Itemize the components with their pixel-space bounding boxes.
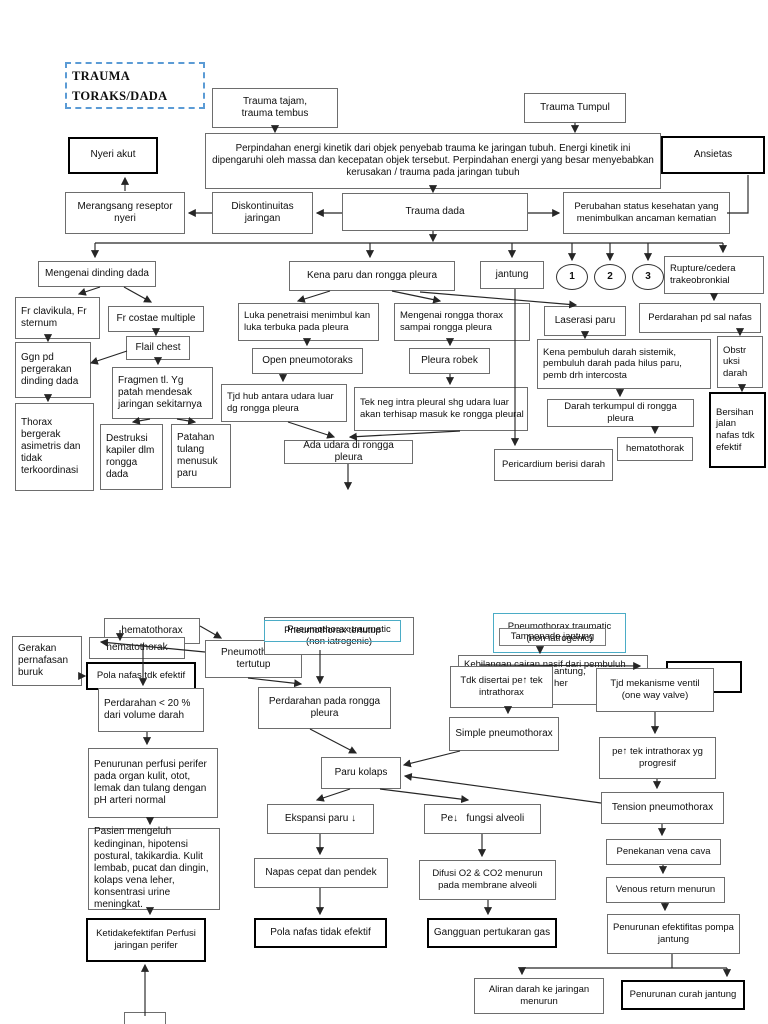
circle-2: 2 bbox=[594, 264, 626, 290]
circle-1: 1 bbox=[556, 264, 588, 290]
box-fragmen-tl: Fragmen tl. Yg patah mendesak jaringan s… bbox=[112, 367, 213, 419]
box-penurunan-efektifitas: Penurunan efektifitas pompa jantung bbox=[607, 914, 740, 954]
box-trauma-dada: Trauma dada bbox=[342, 193, 528, 231]
box-pola-nafas-tdk-efektif: Pola nafas tdk efektif bbox=[86, 662, 196, 690]
box-hematothorak-b2: hematothorak bbox=[89, 637, 185, 659]
flow-arrow-27 bbox=[391, 290, 442, 304]
flow-arrow-24 bbox=[131, 416, 151, 425]
box-perdarahan-rongga: Perdarahan pada rongga pleura bbox=[258, 687, 391, 729]
box-pleura-robek: Pleura robek bbox=[409, 348, 490, 374]
box-kena-pembuluh: Kena pembuluh darah sistemik, pembuluh d… bbox=[537, 339, 711, 389]
box-obstruksi-darah: Obstr uksi darah bbox=[717, 336, 763, 388]
flow-arrow-25 bbox=[176, 416, 197, 425]
box-laserasi-paru: Laserasi paru bbox=[544, 306, 626, 336]
box-fr-costae: Fr costae multiple bbox=[108, 306, 204, 332]
circle-3: 3 bbox=[632, 264, 664, 290]
box-penurunan-perfusi: Penurunan perfusi perifer pada organ kul… bbox=[88, 748, 218, 818]
box-gerakan-pernafasan: Gerakan pernafasan buruk bbox=[12, 636, 82, 686]
box-paru-kolaps: Paru kolaps bbox=[321, 757, 401, 789]
box-penurunan-curah: Penurunan curah jantung bbox=[621, 980, 745, 1010]
box-trauma-tajam: Trauma tajam, trauma tembus bbox=[212, 88, 338, 128]
box-tek-neg: Tek neg intra pleural shg udara luar aka… bbox=[354, 387, 528, 431]
flow-arrow-33 bbox=[287, 421, 336, 439]
box-bersihan-jalan-nafas: Bersihan jalan nafas tdk efektif bbox=[709, 392, 766, 468]
box-mengenai-rongga: Mengenai rongga thorax sampai rongga ple… bbox=[394, 303, 530, 341]
box-simple-pneumothorax: Simple pneumothorax bbox=[449, 717, 559, 751]
flow-arrow-34 bbox=[348, 430, 461, 441]
box-gangguan-pertukaran: Gangguan pertukaran gas bbox=[427, 918, 557, 948]
flow-arrow-57 bbox=[309, 728, 358, 754]
flow-arrow-55 bbox=[402, 750, 461, 768]
box-darah-terkumpul: Darah terkumpul di rongga pleura bbox=[547, 399, 694, 427]
flow-arrow-56 bbox=[403, 772, 602, 804]
fragment-antung: antung, her bbox=[554, 665, 586, 689]
box-pe-fungsi-alveoli: Pe↓ fungsi alveoli bbox=[424, 804, 541, 834]
box-difusi-o2: Difusi O2 & CO2 menurun pada membrane al… bbox=[419, 860, 556, 900]
box-rupture-trakeobronkial: Rupture/cedera trakeobronkial bbox=[664, 256, 764, 294]
box-bottom-fragment bbox=[124, 1012, 166, 1024]
flow-arrow-68 bbox=[379, 788, 470, 804]
flow-arrow-18 bbox=[123, 286, 153, 303]
flow-arrow-44 bbox=[199, 625, 223, 639]
box-fr-clavikula: Fr clavikula, Fr sternum bbox=[15, 297, 100, 339]
box-luka-penetrasi: Luka penetraisi menimbul kan luka terbuk… bbox=[238, 303, 379, 341]
box-pasien-mengeluh: Pasien mengeluh kedinginan, hipotensi po… bbox=[88, 826, 220, 910]
box-kena-paru: Kena paru dan rongga pleura bbox=[289, 261, 455, 291]
box-ansietas: Ansietas bbox=[661, 136, 765, 174]
box-merangsang-reseptor: Merangsang reseptor nyeri bbox=[65, 192, 185, 234]
overlay-tamponade-jantung: Tamponade jantung bbox=[499, 628, 606, 646]
box-pericardium: Pericardium berisi darah bbox=[494, 449, 613, 481]
box-ggn-pergerakan: Ggn pd pergerakan dinding dada bbox=[15, 342, 91, 398]
flow-arrow-21 bbox=[89, 350, 128, 365]
box-patahan-tulang: Patahan tulang menusuk paru bbox=[171, 424, 231, 488]
box-nyeri-akut: Nyeri akut bbox=[68, 137, 158, 174]
flow-arrow-67 bbox=[315, 788, 351, 802]
box-jantung: jantung bbox=[480, 261, 544, 289]
flow-arrow-53 bbox=[247, 677, 303, 688]
box-energi-kinetik: Perpindahan energi kinetik dari objek pe… bbox=[205, 133, 661, 189]
box-pneumothorax-traumatic-r: Pneumothorax traumatic (non iatrogenic) bbox=[493, 613, 626, 653]
box-ekspansi-paru: Ekspansi paru ↓ bbox=[267, 804, 374, 834]
box-hematothorak-atas: hematothorak bbox=[617, 437, 693, 461]
box-tjd-hub-udara: Tjd hub antara udara luar dg rongga pleu… bbox=[221, 384, 347, 422]
box-venous-return: Venous return menurun bbox=[606, 877, 725, 903]
title-trauma-toraks: TRAUMA TORAKS/DADA bbox=[65, 62, 205, 109]
box-perubahan-status: Perubahan status kesehatan yang menimbul… bbox=[563, 192, 730, 234]
box-open-pneumotoraks: Open pneumotoraks bbox=[252, 348, 363, 374]
box-aliran-darah: Aliran darah ke jaringan menurun bbox=[474, 978, 604, 1014]
box-tdk-disertai: Tdk disertai pe↑ tek intrathorax bbox=[450, 666, 553, 708]
box-mengenai-dinding: Mengenai dinding dada bbox=[38, 261, 156, 287]
box-penekanan-vena-cava: Penekanan vena cava bbox=[606, 839, 721, 865]
flow-arrow-26 bbox=[296, 290, 331, 303]
box-flail-chest: Flail chest bbox=[126, 336, 190, 360]
box-pe-tek-progresif: pe↑ tek intrathorax yg progresif bbox=[599, 737, 716, 779]
overlay-pneumothorax-tertutup: Pneumothorax tertutup bbox=[264, 620, 401, 642]
box-diskontinuitas: Diskontinuitas jaringan bbox=[212, 192, 313, 234]
box-perdarahan-20: Perdarahan < 20 % dari volume darah bbox=[98, 688, 204, 732]
box-trauma-tumpul: Trauma Tumpul bbox=[524, 93, 626, 123]
box-ketidakefektifan-perfusi: Ketidakefektifan Perfusi jaringan perife… bbox=[86, 918, 206, 962]
flow-arrow-17 bbox=[77, 286, 101, 296]
box-destruksi-kapiler: Destruksi kapiler dlm rongga dada bbox=[100, 424, 163, 490]
box-tension-pneumothorax: Tension pneumothorax bbox=[601, 792, 724, 824]
flow-arrow-6 bbox=[727, 175, 749, 214]
box-ada-udara: Ada udara di rongga pleura bbox=[284, 440, 413, 464]
box-perdarahan-sal-nafas: Perdarahan pd sal nafas bbox=[639, 303, 761, 333]
box-tjd-mekanisme: Tjd mekanisme ventil (one way valve) bbox=[596, 668, 714, 712]
box-napas-cepat: Napas cepat dan pendek bbox=[254, 858, 388, 888]
box-pola-nafas-tidak-efektif: Pola nafas tidak efektif bbox=[254, 918, 387, 948]
box-thorax-asimetris: Thorax bergerak asimetris dan tidak terk… bbox=[15, 403, 94, 491]
